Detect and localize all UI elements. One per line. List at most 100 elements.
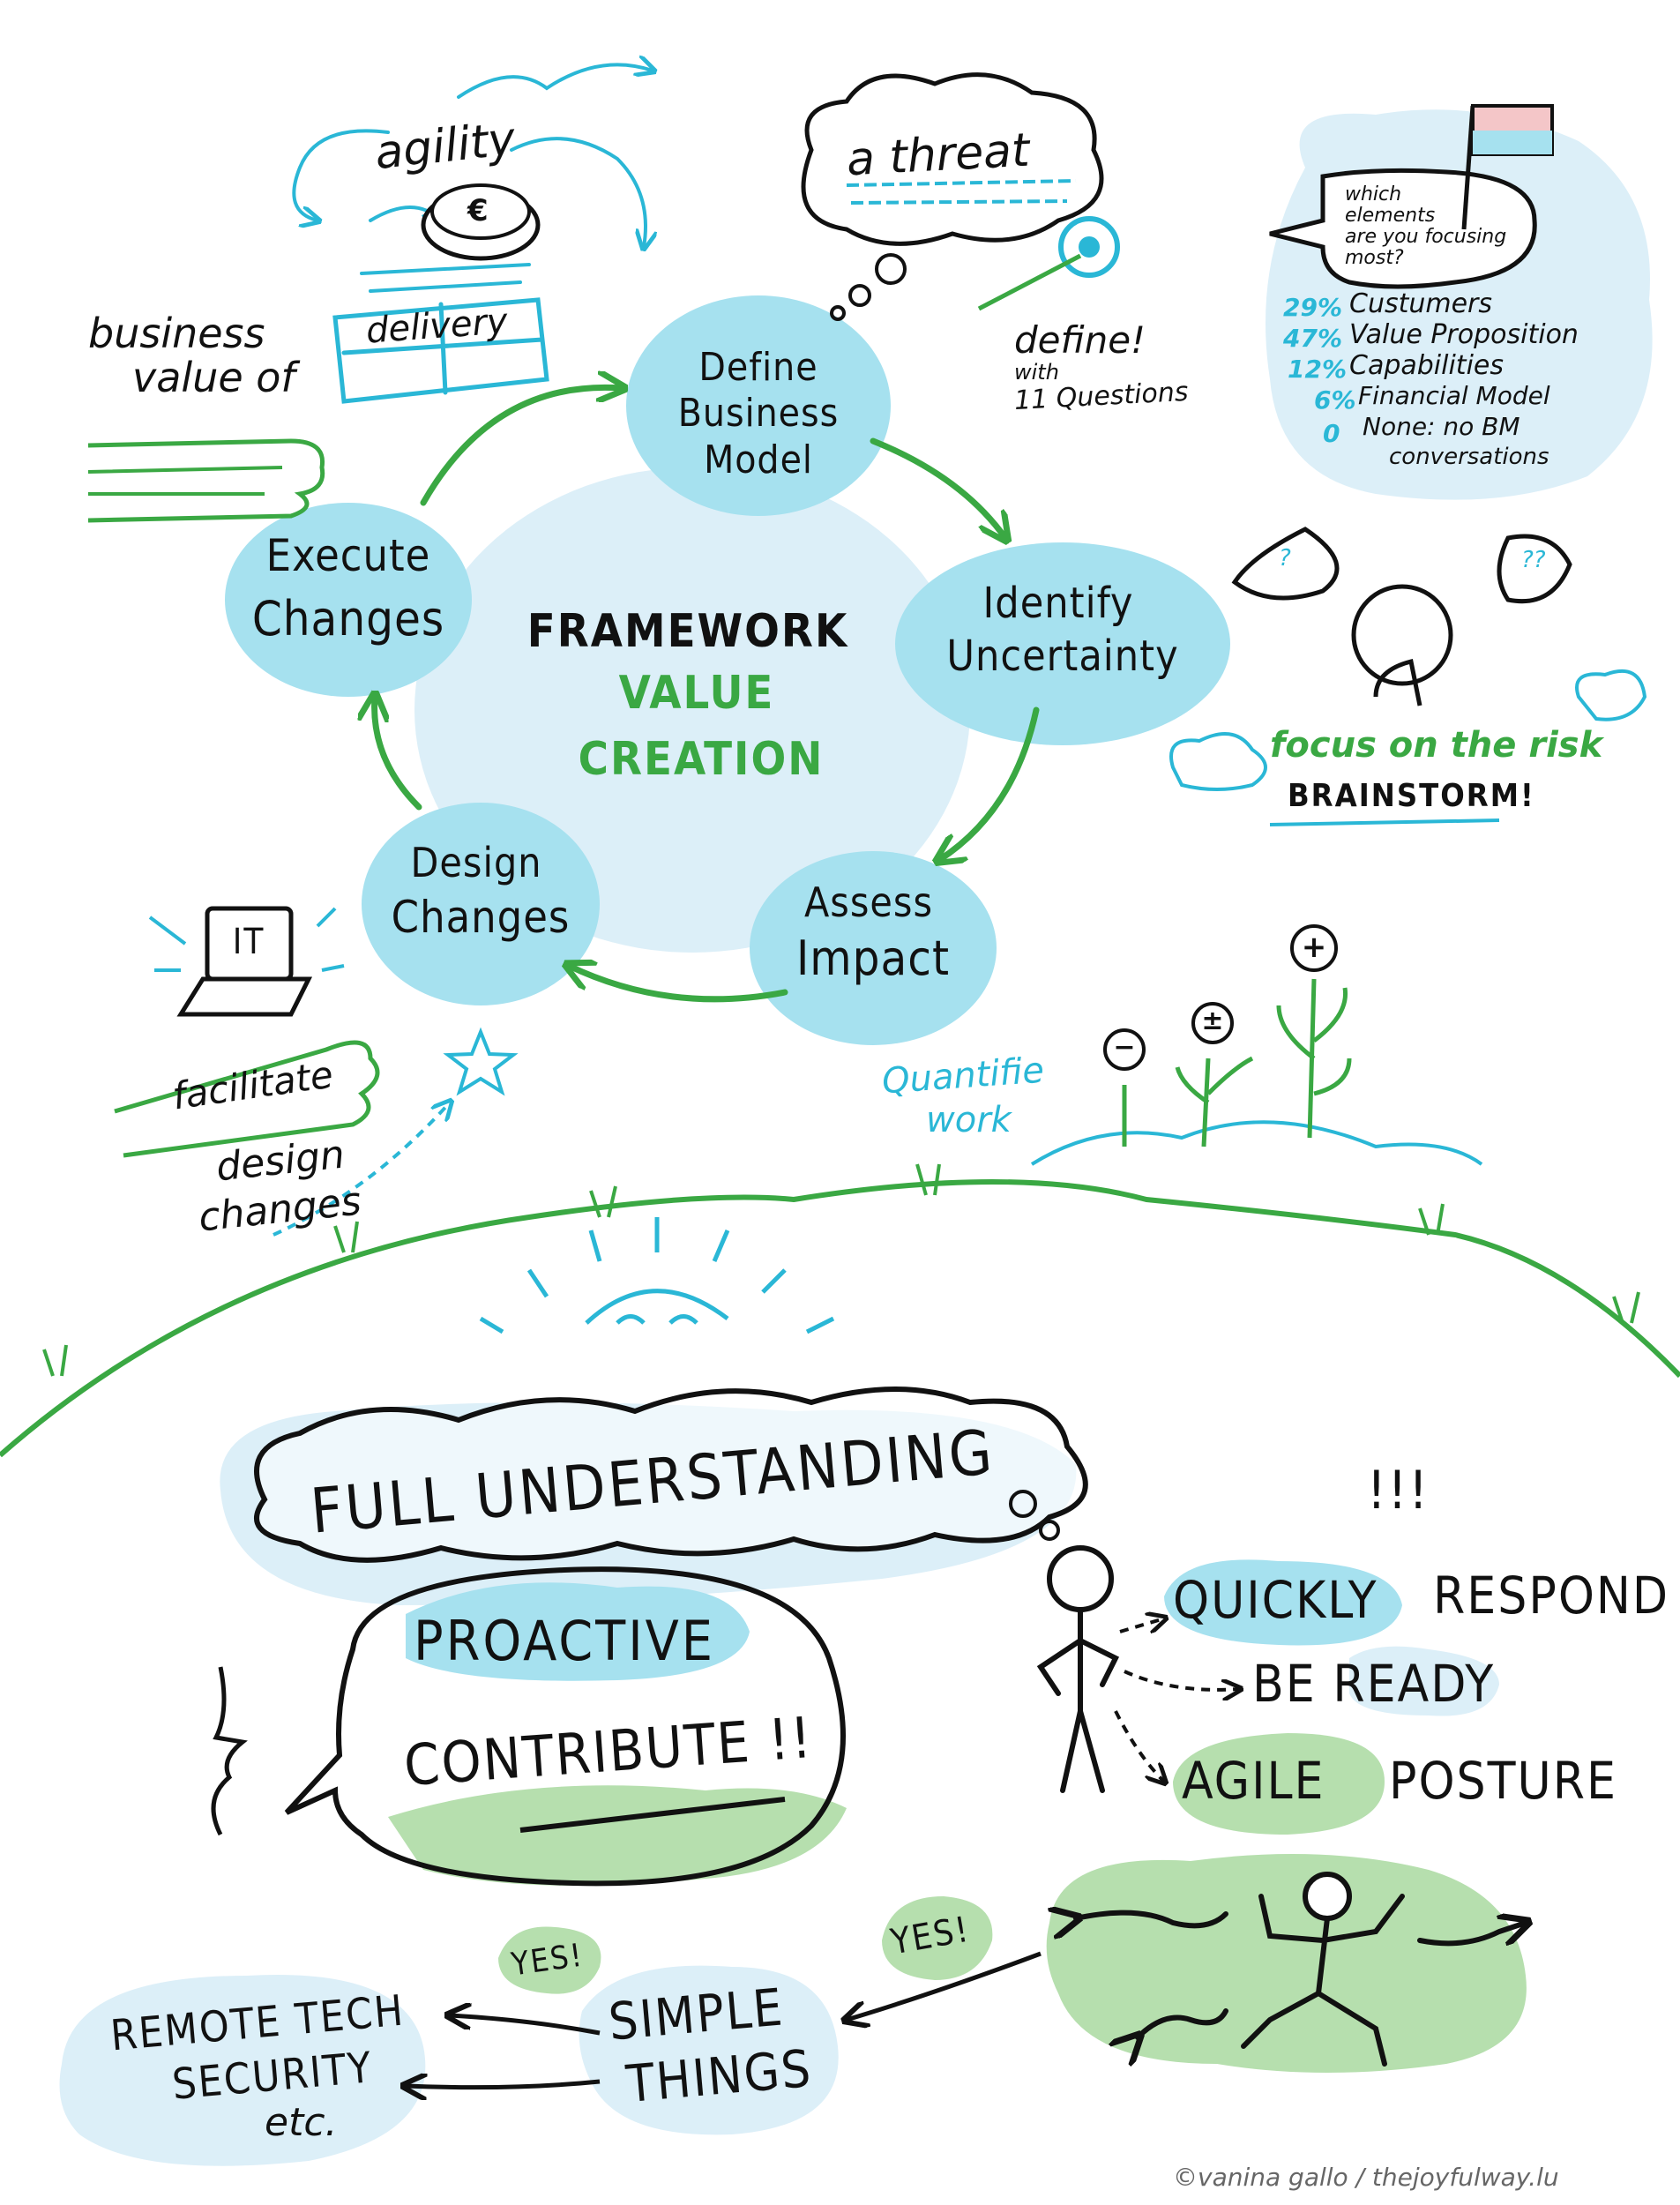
respond-label: RESPOND (1433, 1566, 1670, 1626)
framework-sub1: VALUE (618, 667, 775, 720)
brainstorm-label: BRAINSTORM! (1288, 778, 1535, 814)
agile-blob (1173, 1733, 1385, 1835)
plus-icon (1290, 924, 1338, 972)
laptop-icon (148, 906, 345, 1017)
plusminus-icon (1191, 1002, 1234, 1044)
step-identify-line2: Uncertainty (946, 632, 1179, 681)
agility-illustration (292, 64, 653, 404)
thought-dot (1039, 1520, 1060, 1541)
blob-assess-impact (750, 851, 997, 1045)
etc-label: etc. (265, 2100, 338, 2145)
survey-label-2: Value Proposition (1349, 319, 1579, 350)
step-define-line1: Define (698, 345, 818, 390)
contribute-underline (519, 1797, 786, 1833)
with-label: with (1014, 360, 1059, 385)
cycle-arrow-4 (569, 966, 788, 1003)
pointing-hand (87, 438, 325, 523)
blob-design-changes (362, 803, 600, 1005)
arrow-to-remote-2 (406, 2082, 601, 2088)
brainstorm-underline (1269, 818, 1500, 826)
proactive-blob (406, 1582, 750, 1681)
proactive-grass-fill (388, 1785, 847, 1886)
define-label: define! (1014, 318, 1146, 362)
step-design-line1: Design (410, 839, 542, 886)
euro-symbol: € (467, 193, 489, 228)
delivery-box (332, 297, 549, 404)
cycle-arrow-1 (420, 387, 622, 506)
be-ready-blob (1349, 1646, 1499, 1716)
business-value-line2: value of (132, 354, 295, 401)
survey-pct-4: 6% (1314, 385, 1356, 415)
simple-things-blob (579, 1965, 839, 2135)
grass-tufts (42, 1163, 1640, 1377)
agility-label: agility (372, 112, 519, 181)
blob-execute-changes (225, 503, 472, 697)
thought-mark-left: ? (1279, 545, 1291, 572)
be-ready-label: BE READY (1252, 1654, 1496, 1714)
star-icon (443, 1027, 519, 1096)
arrow-be-ready (1124, 1670, 1239, 1690)
survey-pct-5: 0 (1323, 419, 1340, 448)
survey-label-4: Financial Model (1358, 381, 1550, 410)
cycle-arrow-3 (939, 706, 1040, 860)
risk-cloud-left (1169, 732, 1267, 791)
thought-dot (1009, 1490, 1037, 1518)
survey-speech-bubble (1269, 168, 1537, 289)
arrow-quickly (1119, 1618, 1164, 1632)
remote-tech-blob (59, 1975, 426, 2166)
agile-green-blob (1046, 1854, 1527, 2073)
survey-label-5b: conversations (1389, 444, 1549, 470)
step-execute-line2: Changes (251, 591, 445, 647)
step-execute-line1: Execute (265, 530, 431, 581)
quickly-blob (1164, 1559, 1402, 1646)
survey-pct-3: 12% (1288, 355, 1348, 384)
dancing-figure (1076, 1872, 1526, 2064)
arrow-to-simple (847, 1951, 1042, 2020)
quantify-line2: work (926, 1100, 1012, 1140)
thinking-person (1231, 527, 1572, 706)
simple-label: SIMPLE (606, 1977, 787, 2052)
survey-label-5: None: no BM (1363, 412, 1520, 441)
stick-figure (1036, 1545, 1120, 1793)
plants (1122, 978, 1352, 1147)
quantify-line1: Quantifie (880, 1050, 1046, 1102)
thought-mark-right: ?? (1521, 547, 1546, 573)
step-assess-line1: Assess (803, 878, 934, 926)
plusminus-symbol: ± (1201, 1005, 1224, 1036)
survey-pct-1: 29% (1283, 293, 1343, 322)
cycle-arrow-2 (870, 437, 1005, 538)
yes-blob-left (498, 1926, 601, 1994)
business-value-line1: business (88, 310, 265, 357)
yes-blob-right (882, 1896, 993, 1980)
posture-label: POSTURE (1389, 1751, 1617, 1811)
things-label: THINGS (623, 2037, 815, 2115)
facilitate-arrow (273, 1102, 450, 1237)
cycle-arrow-5 (375, 697, 422, 811)
credit-label: ©vanina gallo / thejoyfulway.lu (1173, 2163, 1559, 2192)
quantify-hill (1030, 1120, 1483, 1166)
blob-define-business-model (626, 295, 891, 516)
facilitate-hand (114, 1040, 380, 1158)
framework-title: FRAMEWORK (526, 605, 849, 658)
threat-thought-bubble (801, 72, 1104, 321)
laptop-label: IT (232, 922, 265, 962)
sun-icon (479, 1217, 835, 1334)
framework-sub2: CREATION (578, 733, 825, 786)
step-define-line2: Business (677, 391, 840, 436)
focus-risk-label: focus on the risk (1270, 725, 1603, 766)
quickly-label: QUICKLY (1173, 1570, 1378, 1630)
step-identify-line1: Identify (982, 579, 1134, 628)
step-assess-line2: Impact (795, 931, 951, 986)
minus-symbol: − (1113, 1032, 1136, 1063)
delivery-label: delivery (364, 301, 510, 352)
agile-label: AGILE (1182, 1751, 1325, 1811)
arrow-to-remote-1 (450, 2015, 601, 2036)
exclaim-mark: !!! (1367, 1460, 1430, 1521)
plus-symbol: + (1301, 930, 1327, 965)
threat-label: a threat (845, 123, 1031, 187)
arrow-agile (1114, 1710, 1164, 1782)
proactive-label: PROACTIVE (413, 1609, 716, 1673)
step-define-line3: Model (704, 437, 813, 482)
euro-coin-icon (421, 183, 541, 261)
